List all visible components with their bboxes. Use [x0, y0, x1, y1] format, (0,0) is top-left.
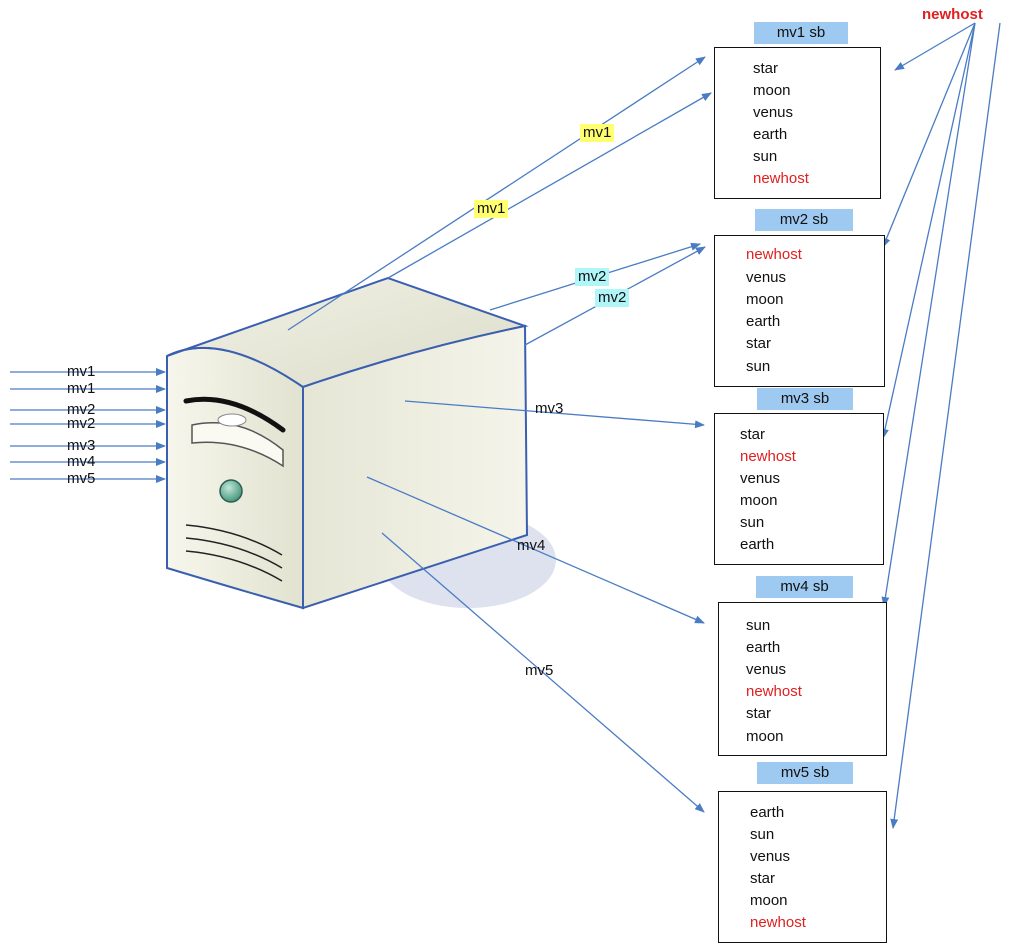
route-arrow-mv4 — [366, 476, 705, 624]
newhost-arrow-mv5 — [890, 22, 1001, 829]
server-tower-icon — [166, 276, 556, 610]
sandbox-box-mv3: star newhost venus moon sun earth — [714, 413, 884, 565]
route-arrow-mv3 — [404, 400, 705, 429]
route-label-mv2: mv2 — [575, 268, 610, 286]
sandbox-box-mv2: newhost venus moon earth star sun — [714, 235, 885, 387]
sandbox-item: sun — [750, 826, 775, 843]
route-label-mv5: mv5 — [525, 662, 554, 679]
route-label-mv1: mv1 — [474, 200, 509, 218]
sandbox-item: sun — [740, 514, 765, 531]
newhost-arrow-mv3 — [881, 22, 976, 439]
sandbox-item: venus — [746, 661, 787, 678]
newhost-arrow-mv1 — [894, 22, 976, 71]
newhost-arrows — [881, 22, 1001, 829]
sandbox-box-mv4: sun earth venus newhost star moon — [718, 602, 887, 756]
input-label: mv3 — [67, 437, 96, 454]
sandbox-item: star — [746, 335, 772, 352]
newhost-arrow-mv4 — [881, 22, 976, 607]
sandbox-item-newhost: newhost — [746, 246, 802, 263]
sandbox-item: moon — [753, 82, 791, 99]
sandbox-title-mv4: mv4 sb — [756, 576, 853, 598]
input-label: mv5 — [67, 470, 96, 487]
server-vent — [185, 537, 283, 569]
input-arrows — [10, 368, 166, 483]
route-label-mv4: mv4 — [517, 537, 546, 554]
sandbox-item: star — [750, 870, 776, 887]
sandbox-item: moon — [746, 291, 784, 308]
route-arrow-mv1-b — [387, 92, 712, 279]
sandbox-item: sun — [746, 358, 771, 375]
sandbox-item: earth — [740, 536, 775, 553]
newhost-source-label: newhost — [922, 6, 983, 23]
sandbox-title-mv3: mv3 sb — [757, 388, 853, 410]
input-label: mv4 — [67, 453, 96, 470]
sandbox-title-mv1: mv1 sb — [754, 22, 848, 44]
input-label: mv2 — [67, 401, 96, 418]
sandbox-item: earth — [746, 313, 781, 330]
sandbox-item: sun — [753, 148, 778, 165]
sandbox-item: star — [753, 60, 779, 77]
sandbox-item: star — [740, 426, 766, 443]
server-drive-light — [217, 413, 247, 427]
sandbox-box-mv1: star moon venus earth sun newhost — [714, 47, 881, 199]
sandbox-item-newhost: newhost — [746, 683, 802, 700]
sandbox-item: sun — [746, 617, 771, 634]
server-vent — [185, 524, 283, 556]
sandbox-item: venus — [746, 269, 787, 286]
sandbox-item-newhost: newhost — [753, 170, 809, 187]
newhost-arrow-mv2 — [882, 22, 976, 248]
sandbox-box-mv5: earth sun venus star moon newhost — [718, 791, 887, 943]
sandbox-item: earth — [750, 804, 785, 821]
server-side-face — [302, 324, 529, 610]
server-vent — [185, 550, 283, 582]
sandbox-item: moon — [750, 892, 788, 909]
sandbox-item: venus — [750, 848, 791, 865]
server-front-face — [166, 346, 304, 610]
input-label: mv1 — [67, 380, 96, 397]
sandbox-item: venus — [740, 470, 781, 487]
sandbox-title-mv5: mv5 sb — [757, 762, 853, 784]
route-arrow-mv1-a — [287, 56, 706, 331]
route-label-mv3: mv3 — [535, 400, 564, 417]
sandbox-item: moon — [746, 728, 784, 745]
sandbox-item: earth — [753, 126, 788, 143]
route-arrow-mv5 — [381, 532, 705, 813]
route-label-mv2: mv2 — [595, 289, 630, 307]
sandbox-item-newhost: newhost — [740, 448, 796, 465]
route-label-mv1: mv1 — [580, 124, 615, 142]
input-label: mv1 — [67, 363, 96, 380]
sandbox-item: moon — [740, 492, 778, 509]
sandbox-item: star — [746, 705, 772, 722]
power-button-icon — [219, 479, 243, 503]
sandbox-item-newhost: newhost — [750, 914, 806, 931]
sandbox-title-mv2: mv2 sb — [755, 209, 853, 231]
input-label: mv2 — [67, 415, 96, 432]
sandbox-item: earth — [746, 639, 781, 656]
sandbox-item: venus — [753, 104, 794, 121]
server-drive-slot — [183, 396, 286, 433]
